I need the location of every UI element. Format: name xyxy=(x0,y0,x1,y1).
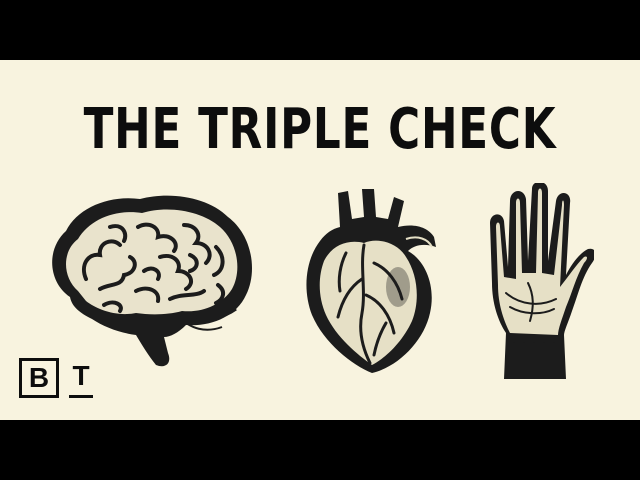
logo-t-mark: T xyxy=(69,358,93,398)
hand-icon xyxy=(490,183,594,379)
brain-icon xyxy=(52,195,252,367)
page-title: THE TRIPLE CHECK xyxy=(83,97,557,162)
heart-icon xyxy=(306,189,436,373)
logo-b-mark: B xyxy=(19,358,59,398)
brand-logo: B T xyxy=(19,356,93,400)
